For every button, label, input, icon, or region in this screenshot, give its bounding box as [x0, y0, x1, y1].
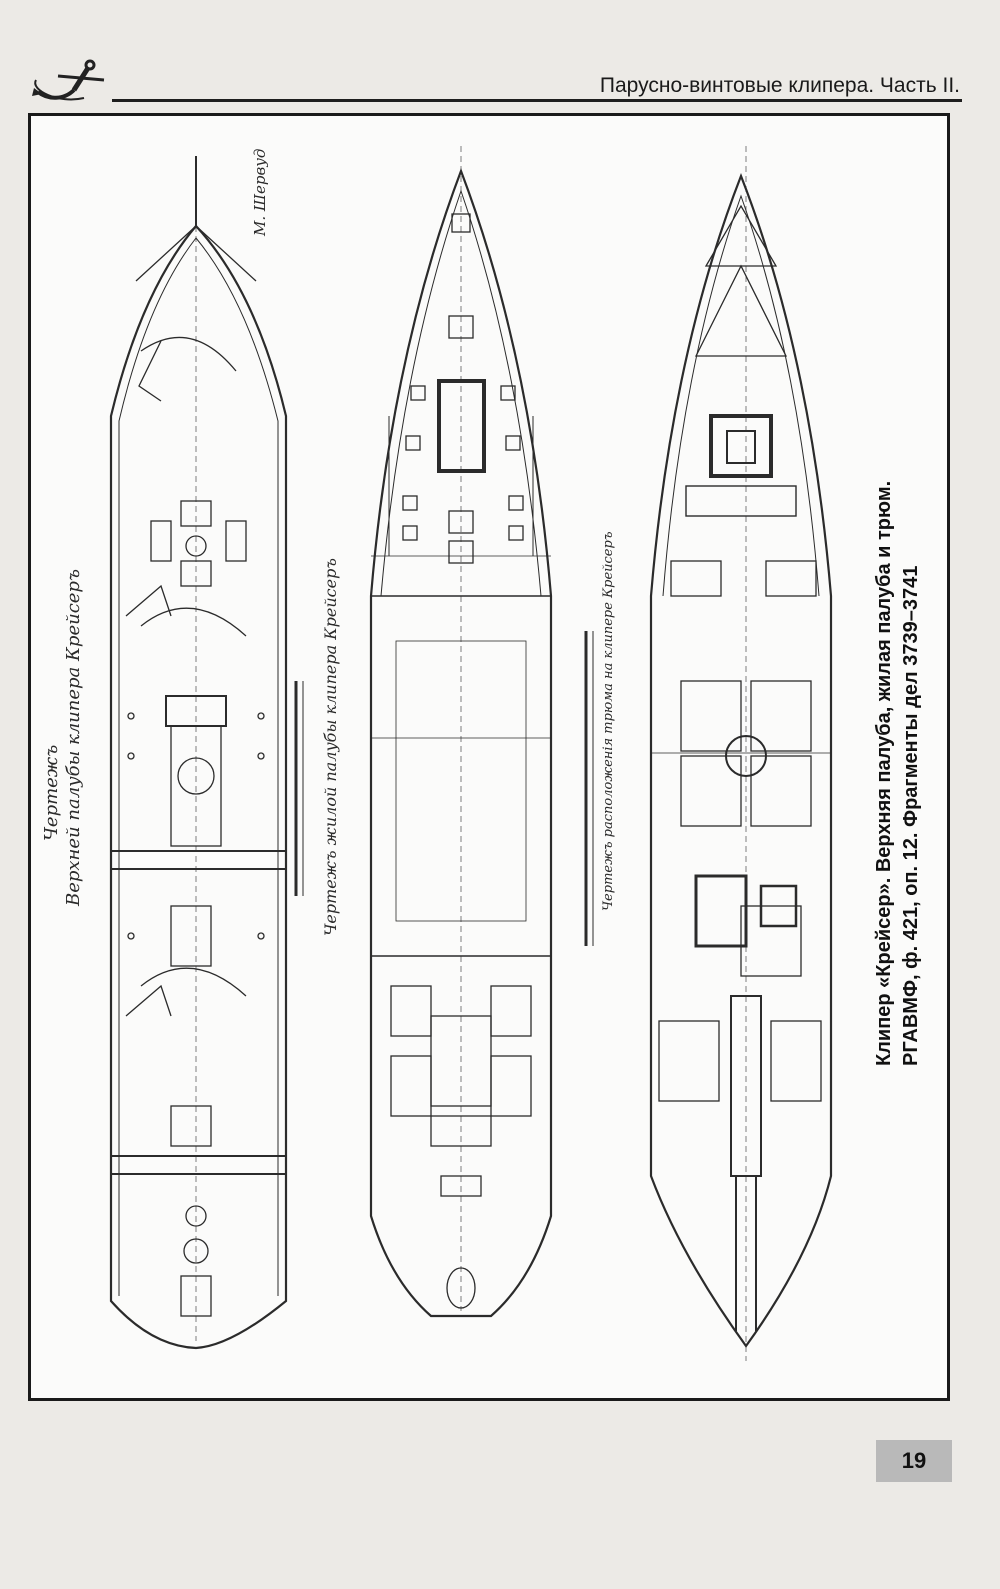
page-number: 19 — [876, 1440, 952, 1482]
drawing-1-title-line2: Верхней палубы клипера Крейсеръ — [63, 569, 84, 906]
anchor-logo-icon — [32, 59, 105, 101]
header-rule — [112, 99, 962, 102]
plates-frame: Чертежъ Верхней палубы клипера Крейсеръ … — [28, 113, 950, 1401]
living-deck-plan — [369, 146, 594, 1318]
drawing-1-signature: М. Шервуд — [251, 148, 269, 236]
upper-deck-plan — [109, 156, 304, 1350]
figure-caption: Клипер «Крейсер». Верхняя палуба, жилая … — [871, 481, 925, 1066]
caption-line-2: РГАВМФ, ф. 421, оп. 12. Фрагменты дел 37… — [900, 565, 922, 1066]
drawing-2-title: Чертежъ жилой палубы клипера Крейсеръ — [321, 558, 340, 936]
ship-plans-drawing — [109, 146, 833, 1361]
running-header-title: Парусно-винтовые клипера. Часть II. — [599, 74, 960, 97]
drawing-3-title: Чертежъ расположенія трюма на клипере Кр… — [601, 531, 616, 911]
caption-line-1: Клипер «Крейсер». Верхняя палуба, жилая … — [873, 480, 895, 1066]
drawing-1-title-line1: Чертежъ — [41, 744, 62, 841]
hold-plan — [649, 146, 833, 1361]
